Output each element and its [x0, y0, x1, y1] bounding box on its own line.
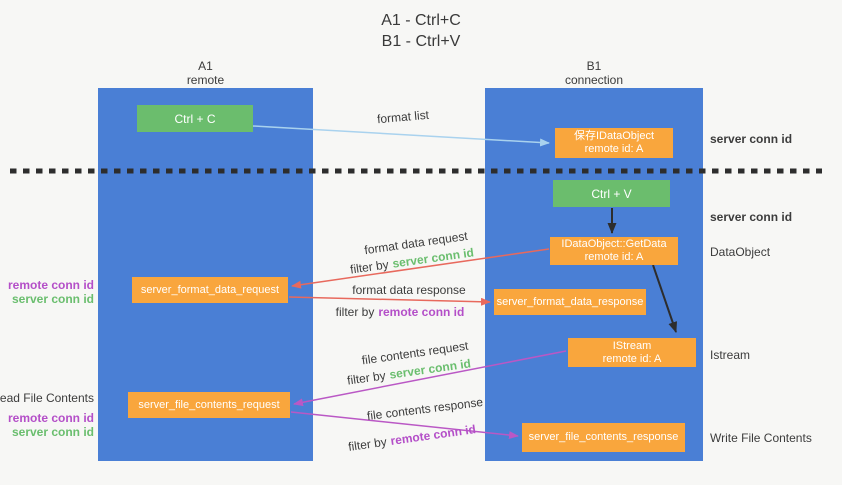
write-file-contents-label: Write File Contents: [710, 431, 812, 445]
server-conn-id-right-mid: server conn id: [710, 210, 793, 224]
remote-conn-id-text: remote conn id: [389, 422, 477, 448]
ctrl-c-label: Ctrl + C: [174, 111, 216, 126]
remote-conn-id-left-top: remote conn id: [7, 278, 94, 292]
left-conn-id-block-bottom: remote conn id server conn id: [8, 411, 94, 439]
format-list-label: format list: [376, 107, 430, 127]
lifeline-header-a1: A1 remote: [140, 59, 271, 87]
format-response-label: server_format_data_response: [496, 295, 644, 308]
left-conn-id-block-top: remote conn id server conn id: [8, 278, 94, 306]
dataobject-label: DataObject: [710, 245, 771, 259]
getdata-title: IDataObject::GetData: [561, 238, 667, 250]
lifeline-header-b1: B1 connection: [529, 59, 659, 87]
lifeline-a1-role: remote: [186, 73, 225, 87]
server-conn-id-left-top: server conn id: [11, 292, 94, 306]
diagram-title: A1 - Ctrl+C B1 - Ctrl+V: [0, 10, 842, 52]
save-dataobject-title: 保存IDataObject: [573, 130, 655, 142]
istream-node: IStream remote id: A: [568, 338, 696, 367]
istream-remote-id: remote id: A: [602, 352, 662, 365]
getdata-node: IDataObject::GetData remote id: A: [550, 237, 678, 265]
filter-by-text: filter by: [347, 434, 388, 454]
file-request-node: server_file_contents_request: [128, 392, 290, 418]
save-dataobject-remote-id: remote id: A: [584, 143, 644, 155]
ctrl-v-node: Ctrl + V: [553, 180, 670, 207]
format-data-response-label: format data response: [352, 283, 466, 297]
lifeline-b1-name: B1: [586, 59, 602, 73]
title-line-1: A1 - Ctrl+C: [381, 12, 461, 29]
format-response-node: server_format_data_response: [494, 289, 646, 315]
file-response-label: server_file_contents_response: [528, 431, 679, 443]
remote-conn-id-text: remote conn id: [378, 305, 465, 319]
save-dataobject-node: 保存IDataObject remote id: A: [555, 128, 673, 158]
format-request-node: server_format_data_request: [132, 277, 288, 303]
format-data-response-arrow: [288, 296, 491, 306]
filter-by-text: filter by: [346, 368, 387, 388]
lifeline-b1-role: connection: [564, 73, 624, 87]
filter-by-text: filter by: [335, 305, 375, 319]
file-response-node: server_file_contents_response: [522, 423, 685, 452]
ctrl-v-label: Ctrl + V: [591, 186, 632, 201]
remote-conn-id-left-bottom: remote conn id: [7, 411, 94, 425]
lifeline-a1-name: A1: [198, 59, 213, 73]
title-line-2: B1 - Ctrl+V: [381, 33, 461, 50]
read-file-contents-label: Read File Contents: [0, 391, 94, 405]
server-conn-id-left-bottom: server conn id: [11, 425, 94, 439]
file-request-label: server_file_contents_request: [138, 398, 280, 411]
ctrl-c-node: Ctrl + C: [137, 105, 253, 132]
filter-by-text: filter by: [349, 257, 390, 277]
istream-title: IStream: [612, 339, 652, 352]
format-request-label: server_format_data_request: [140, 283, 280, 296]
istream-side-label: Istream: [710, 348, 751, 362]
getdata-remote-id: remote id: A: [584, 251, 644, 263]
server-conn-id-right-top: server conn id: [710, 132, 793, 146]
file-contents-response-label: file contents response: [366, 394, 484, 424]
